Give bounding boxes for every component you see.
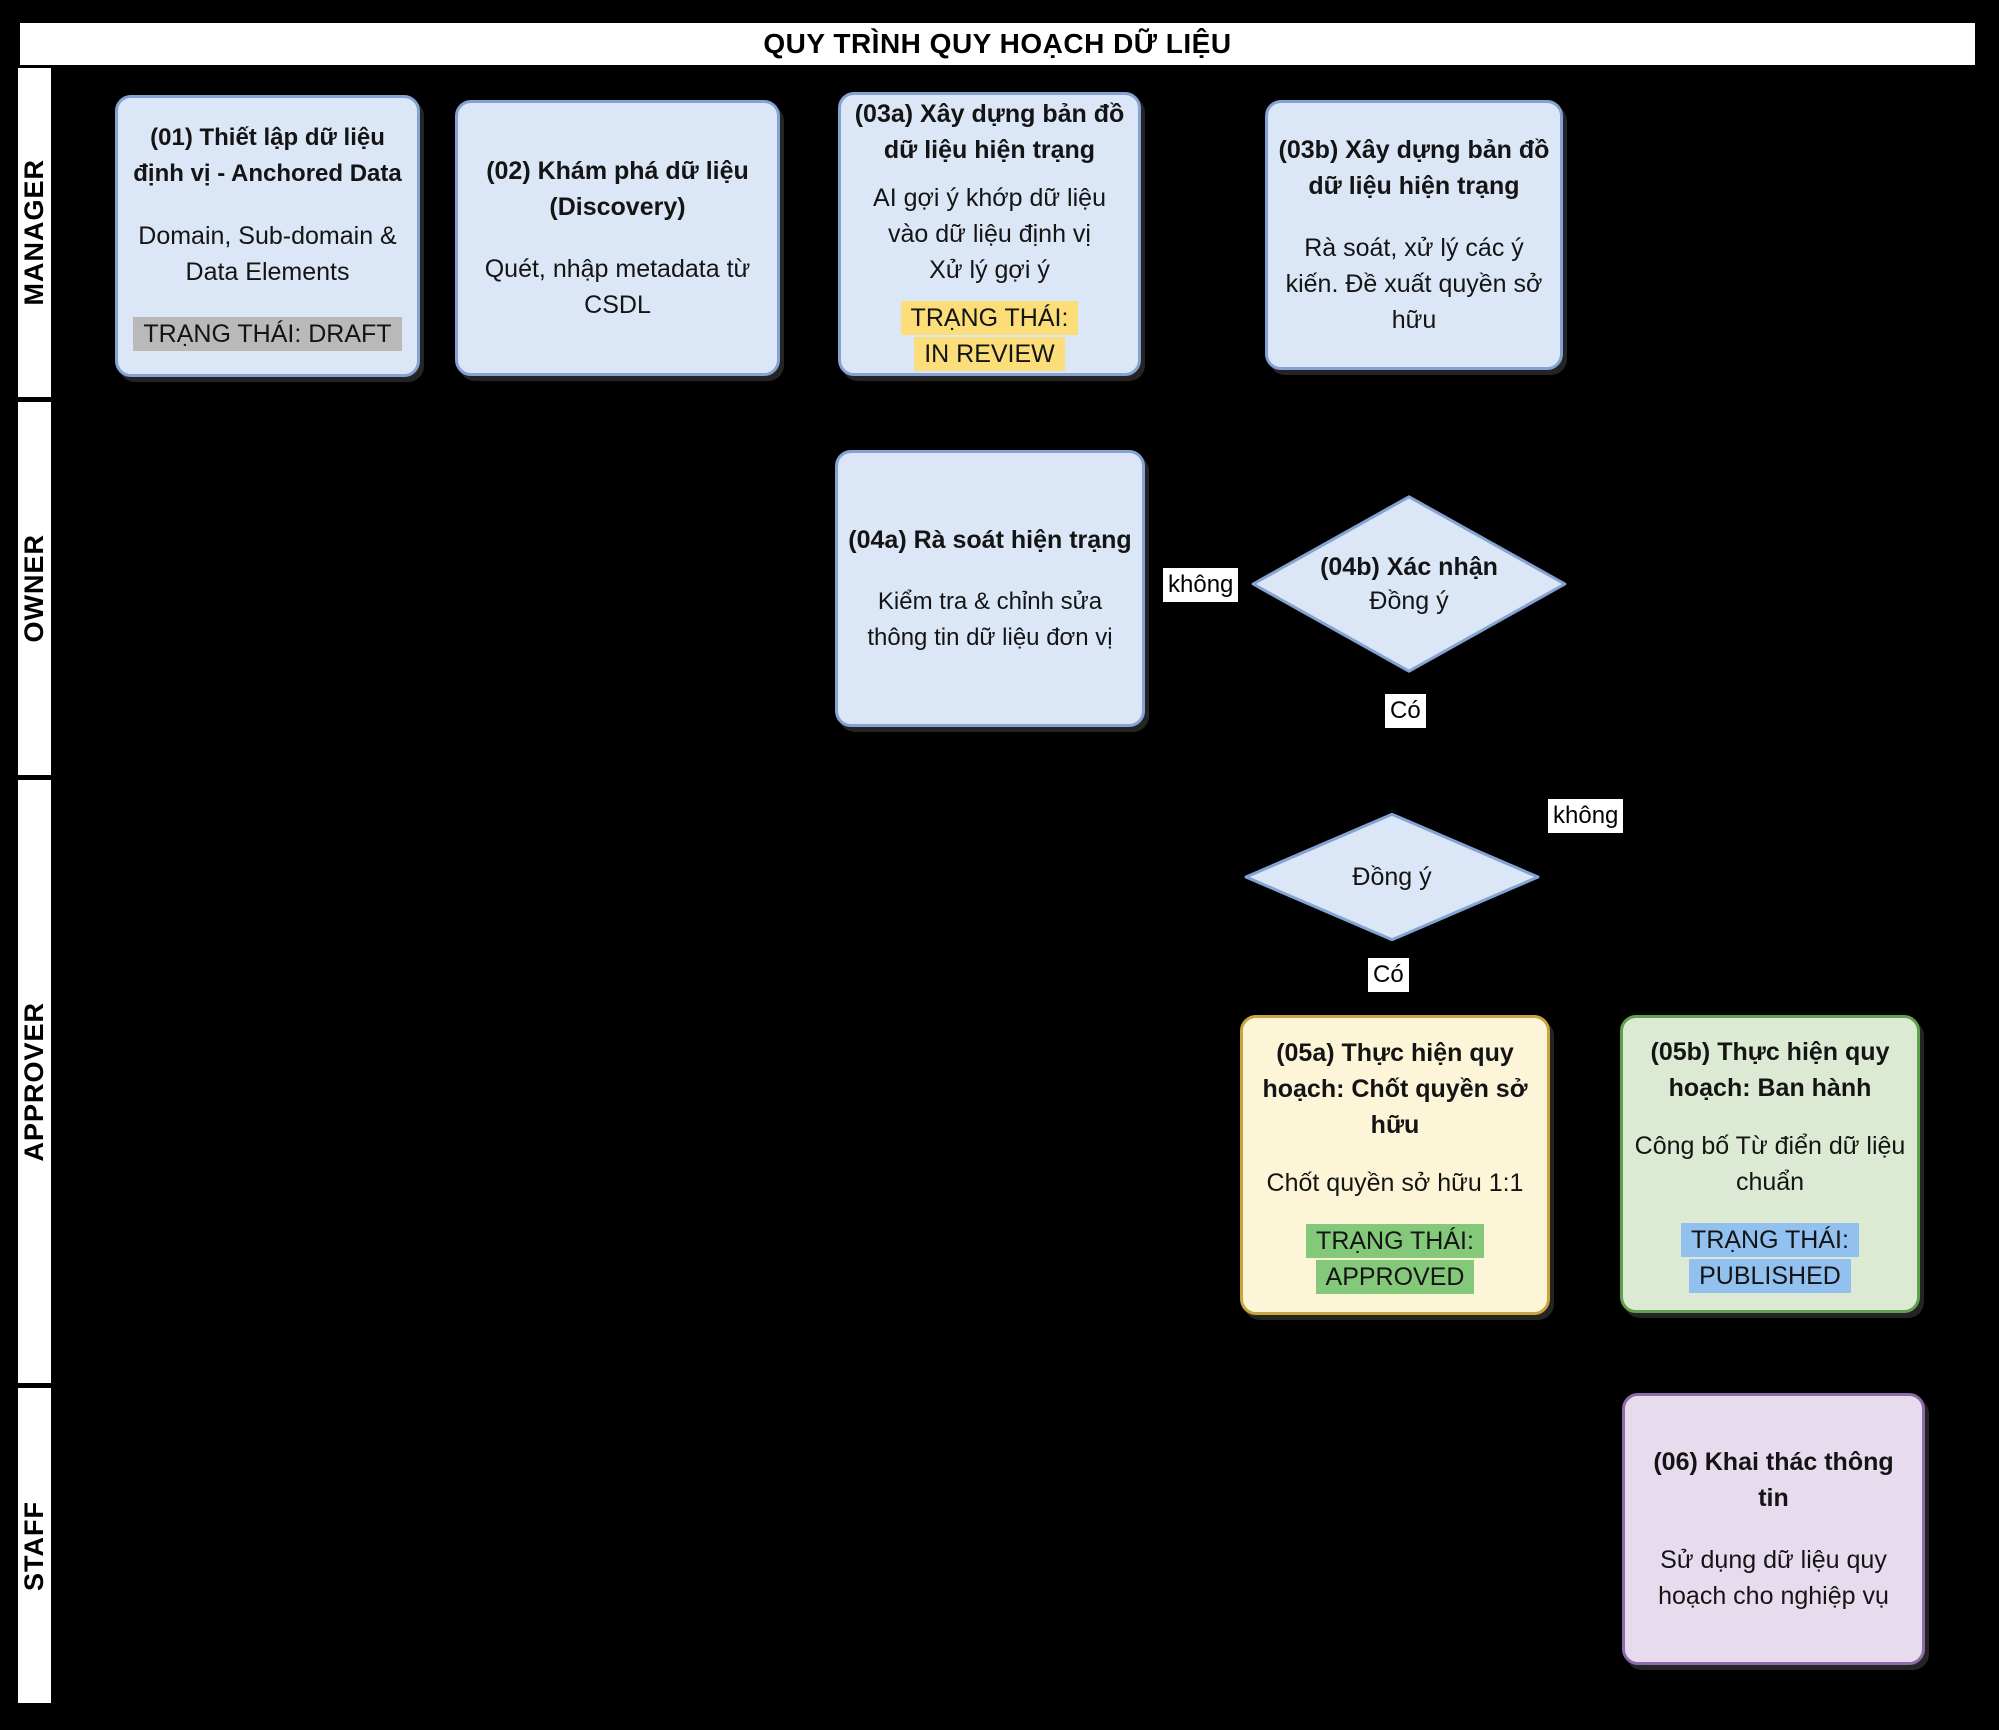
- edge-label-co-approver: Có: [1368, 958, 1409, 992]
- step-01-anchored-data: (01) Thiết lập dữ liệu định vị - Anchore…: [115, 95, 420, 377]
- step-05b-body: Công bố Từ điển dữ liệu chuẩn: [1634, 1132, 1906, 1196]
- step-05a-body: Chốt quyền sở hữu 1:1: [1266, 1169, 1524, 1197]
- decision-04b-title: (04b) Xác nhận: [1320, 553, 1498, 581]
- step-06-consume-information: (06) Khai thác thông tin Sử dụng dữ liệu…: [1622, 1393, 1925, 1665]
- step-04a-title: (04a) Rà soát hiện trạng: [848, 525, 1132, 554]
- status-published-badge: TRẠNG THÁI: PUBLISHED: [1681, 1223, 1859, 1293]
- step-05a-status: TRẠNG THÁI: APPROVED: [1306, 1223, 1484, 1295]
- step-01-status: TRẠNG THÁI: DRAFT: [133, 316, 402, 352]
- lane-approver: APPROVER: [18, 780, 51, 1383]
- decision-04b-body: Đồng ý: [1369, 587, 1449, 615]
- step-03a-status: TRẠNG THÁI: IN REVIEW: [900, 300, 1079, 372]
- step-04a-review-current-state: (04a) Rà soát hiện trạng Kiểm tra & chỉn…: [835, 450, 1145, 727]
- step-02-body: Quét, nhập metadata từ CSDL: [484, 255, 751, 319]
- step-05b-publish: (05b) Thực hiện quy hoạch: Ban hành Công…: [1620, 1015, 1920, 1313]
- step-05a-lock-ownership: (05a) Thực hiện quy hoạch: Chốt quyền sở…: [1240, 1015, 1550, 1315]
- lane-manager: MANAGER: [18, 68, 51, 397]
- step-01-title: (01) Thiết lập dữ liệu định vị - Anchore…: [133, 124, 402, 187]
- lane-staff-label: STAFF: [19, 1500, 49, 1591]
- step-03b-body: Rà soát, xử lý các ý kiến. Đề xuất quyền…: [1285, 234, 1543, 334]
- step-03b-title: (03b) Xây dựng bản đồ dữ liệu hiện trạng: [1278, 136, 1550, 200]
- diagram-title: QUY TRÌNH QUY HOẠCH DỮ LIỆU: [20, 23, 1975, 65]
- decision-approver-text: Đồng ý: [1243, 813, 1541, 941]
- status-in-review-badge: TRẠNG THÁI: IN REVIEW: [900, 301, 1079, 371]
- decision-04b-text: (04b) Xác nhận Đồng ý: [1250, 495, 1568, 673]
- step-05b-title: (05b) Thực hiện quy hoạch: Ban hành: [1650, 1038, 1890, 1102]
- lane-staff: STAFF: [18, 1388, 51, 1703]
- lane-owner-label: OWNER: [19, 534, 49, 643]
- step-02-discovery: (02) Khám phá dữ liệu (Discovery) Quét, …: [455, 100, 780, 376]
- diamond-shape: [1243, 813, 1541, 941]
- step-03a-body: AI gợi ý khớp dữ liệu vào dữ liệu định v…: [873, 184, 1106, 284]
- diamond-shape: [1250, 495, 1568, 673]
- edge-label-khong-owner: không: [1163, 568, 1239, 602]
- step-05a-title: (05a) Thực hiện quy hoạch: Chốt quyền sở…: [1262, 1039, 1528, 1139]
- step-03a-current-state-map: (03a) Xây dựng bản đồ dữ liệu hiện trạng…: [838, 92, 1141, 376]
- decision-approver-body: Đồng ý: [1352, 863, 1432, 891]
- lane-approver-label: APPROVER: [19, 1001, 49, 1162]
- step-04a-body: Kiểm tra & chỉnh sửa thông tin dữ liệu đ…: [867, 587, 1113, 651]
- edge-label-khong-approver: không: [1548, 799, 1624, 833]
- step-06-body: Sử dụng dữ liệu quy hoạch cho nghiệp vụ: [1658, 1546, 1889, 1610]
- status-draft-badge: TRẠNG THÁI: DRAFT: [133, 317, 402, 351]
- step-03b-current-state-map: (03b) Xây dựng bản đồ dữ liệu hiện trạng…: [1265, 100, 1563, 370]
- step-02-title: (02) Khám phá dữ liệu (Discovery): [486, 157, 749, 221]
- lane-owner: OWNER: [18, 402, 51, 775]
- step-01-body: Domain, Sub-domain & Data Elements: [138, 222, 397, 286]
- step-03a-title: (03a) Xây dựng bản đồ dữ liệu hiện trạng: [854, 100, 1125, 164]
- edge-label-co-owner: Có: [1385, 694, 1426, 728]
- decision-04b-confirm: (04b) Xác nhận Đồng ý: [1250, 495, 1568, 673]
- step-06-title: (06) Khai thác thông tin: [1653, 1448, 1894, 1512]
- status-approved-badge: TRẠNG THÁI: APPROVED: [1306, 1224, 1484, 1294]
- lane-manager-label: MANAGER: [19, 159, 49, 306]
- step-05b-status: TRẠNG THÁI: PUBLISHED: [1681, 1222, 1859, 1294]
- decision-approver-agree: Đồng ý: [1243, 813, 1541, 941]
